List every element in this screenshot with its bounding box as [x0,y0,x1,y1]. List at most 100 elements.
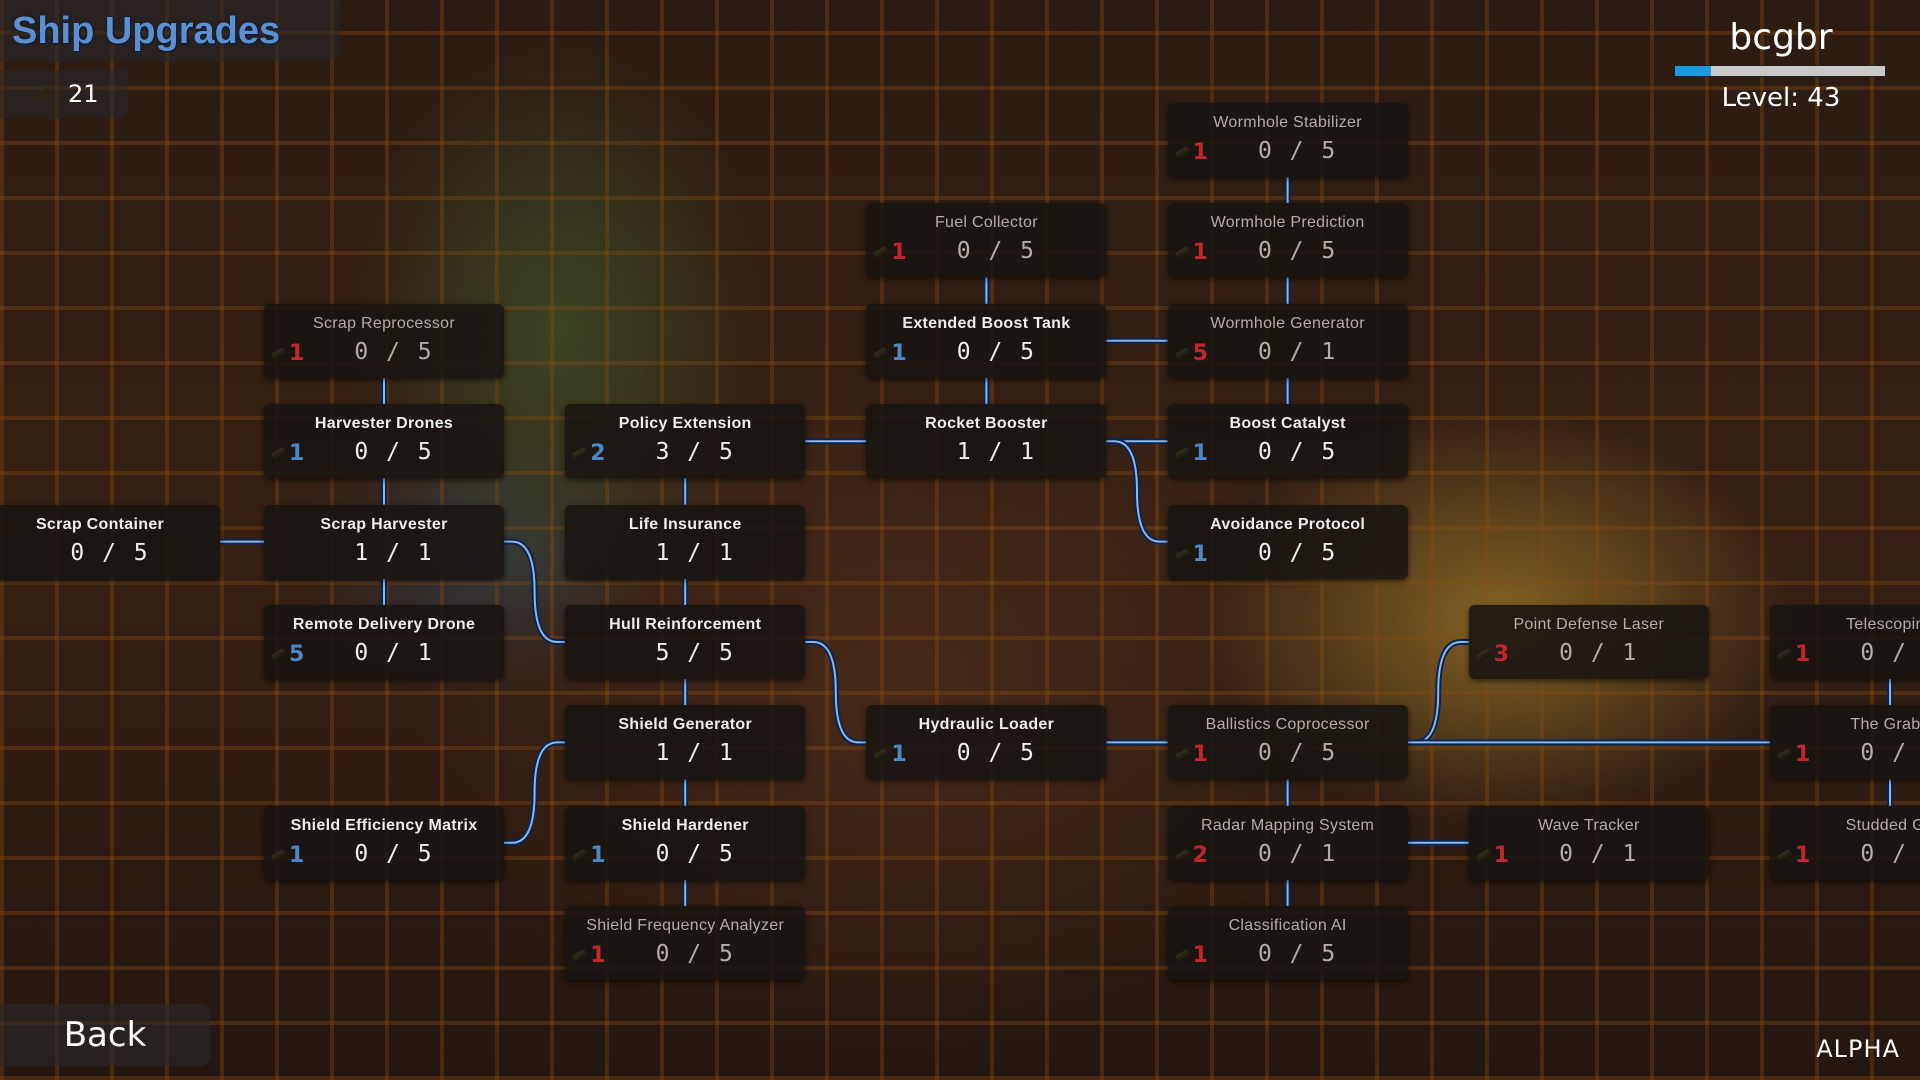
cost-value: 1 [891,340,907,366]
upgrade-name: Classification AI [1228,917,1347,935]
cost-value: 1 [289,842,305,868]
scrap-counter: 21 [0,70,128,118]
cost-value: 1 [1192,140,1208,165]
upgrade-name: Wave Tracker [1537,816,1640,834]
scrap-icon [1475,648,1492,662]
upgrade-node-shield-efficiency-matrix[interactable]: Shield Efficiency Matrix 0 / 5 1 [264,805,504,880]
page-title: Ship Upgrades [12,10,281,52]
upgrade-name: Wormhole Generator [1210,314,1365,332]
upgrade-cost: 5 [270,641,304,669]
upgrade-name: Scrap Container [35,515,165,533]
upgrade-level: 0 / 5 [655,840,735,867]
upgrade-name: Scrap Harvester [320,515,448,533]
cost-value: 1 [289,340,305,366]
upgrade-name: Shield Efficiency Matrix [290,816,478,834]
build-label: ALPHA [1816,1035,1900,1063]
scrap-icon [1174,447,1191,462]
upgrade-node-scrap-harvester[interactable]: Scrap Harvester 1 / 1 [264,504,504,579]
upgrade-level: 0 / 5 [1257,138,1338,164]
upgrade-level: 0 / 1 [1257,840,1338,867]
cost-value: 1 [891,240,907,266]
cost-value: 1 [891,742,907,768]
header-panel: Ship Upgrades [0,0,340,62]
upgrade-node-studded-gri[interactable]: Studded Gri 0 / 1 1 [1770,805,1920,880]
upgrade-level: 0 / 1 [1860,740,1920,767]
scrap-icon [873,346,890,361]
upgrade-cost: 1 [270,340,305,368]
upgrade-cost: 2 [572,440,606,468]
upgrade-cost: 1 [270,440,304,468]
upgrade-level: 0 / 5 [354,840,434,867]
upgrade-level: 0 / 5 [655,941,735,968]
upgrade-level: 0 / 1 [1860,640,1920,666]
cost-value: 1 [1795,842,1811,868]
scrap-icon [1174,146,1191,160]
upgrade-cost: 1 [1174,741,1208,769]
upgrade-level: 0 / 5 [354,439,434,466]
upgrade-node-classification-ai[interactable]: Classification AI 0 / 5 1 [1167,906,1408,981]
upgrade-name: Rocket Booster [925,415,1048,433]
upgrade-cost: 1 [1174,139,1208,167]
xp-progress-fill [1675,66,1711,76]
player-name: bcgbr [1729,17,1833,58]
cost-value: 1 [1795,742,1811,768]
back-button[interactable]: Back [0,1004,210,1066]
upgrade-name: Remote Delivery Drone [292,616,476,633]
upgrade-cost: 1 [572,842,606,870]
scrap-icon [1174,748,1191,763]
cost-value: 1 [1192,943,1208,969]
cost-value: 2 [590,441,606,467]
upgrade-name: Studded Gri [1845,816,1920,834]
upgrade-name: Radar Mapping System [1201,816,1375,834]
scrap-icon [1776,848,1794,863]
upgrade-node-harvester-drones[interactable]: Harvester Drones 0 / 5 1 [264,404,504,479]
upgrade-level: 0 / 5 [1257,941,1338,968]
upgrade-level: 0 / 5 [1257,238,1338,265]
scrap-icon [1174,246,1191,261]
upgrade-level: 0 / 5 [956,238,1037,265]
upgrade-level: 0 / 1 [1860,840,1920,867]
scrap-icon [34,86,54,103]
upgrade-name: Shield Hardener [621,816,749,834]
upgrade-level: 1 / 1 [354,539,434,566]
upgrade-level: 0 / 1 [1257,338,1338,365]
upgrade-node-wormhole-generator[interactable]: Wormhole Generator 0 / 1 5 [1167,303,1408,378]
upgrade-node-shield-hardener[interactable]: Shield Hardener 0 / 5 1 [565,805,806,880]
scrap-icon [270,346,288,361]
upgrade-node-telescoping[interactable]: Telescoping0 / 11 [1770,605,1920,679]
cost-value: 5 [1192,340,1208,366]
upgrade-cost: 1 [1174,440,1208,468]
scrap-icon [572,848,589,863]
upgrade-node-the-grabb[interactable]: The Grabb0 / 11 [1770,705,1920,780]
upgrade-level: 0 / 5 [1257,439,1338,466]
scrap-icon [270,848,288,863]
cost-value: 1 [1192,240,1208,266]
upgrade-name: Harvester Drones [314,415,454,433]
upgrade-level: 0 / 5 [354,338,434,365]
upgrade-name: Ballistics Coprocessor [1205,716,1370,734]
cost-value: 1 [1795,642,1811,667]
cost-value: 1 [590,943,606,969]
